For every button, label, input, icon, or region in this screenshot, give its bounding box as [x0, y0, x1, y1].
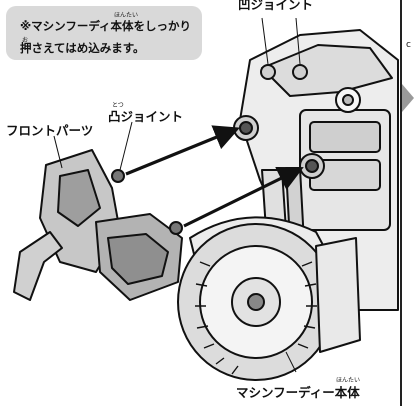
assembly-arrows	[125, 125, 304, 228]
label-convex-ruby: とつ	[112, 102, 124, 109]
note-line-1: ※マシンフーディ本体をしっかり	[20, 19, 192, 33]
tire-tread	[195, 261, 317, 375]
note-ruby-osa: お	[22, 37, 29, 44]
label-body-ruby: ほんたい	[336, 377, 361, 384]
note-ruby-honntai: ほんたい	[114, 12, 139, 19]
note-box: ほんたい ※マシンフーディ本体をしっかり お 押さえてはめ込みます。	[6, 6, 202, 60]
label-concave-joint: 凹ジョイント	[238, 0, 314, 12]
machine-body	[177, 29, 399, 381]
page-divider	[400, 0, 402, 406]
leader-lines	[53, 17, 301, 373]
label-convex-joint: 凸ジョイント	[108, 109, 184, 124]
front-parts	[13, 149, 183, 301]
label-front-parts: フロントパーツ	[6, 123, 94, 138]
note-line-2: 押さえてはめ込みます。	[20, 41, 145, 55]
label-machine-body: マシンフーディー本体	[236, 385, 360, 400]
next-step-arrow-icon	[402, 84, 414, 112]
margin-mark: c	[406, 40, 411, 50]
